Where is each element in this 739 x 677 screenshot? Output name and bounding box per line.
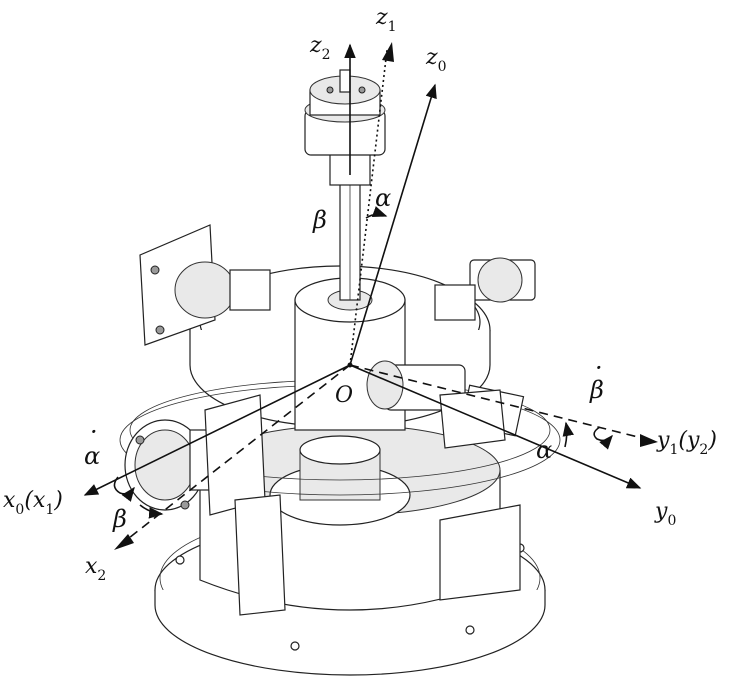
y0-axis <box>349 364 642 489</box>
alpha-dot-arrow <box>113 476 135 502</box>
y1-arrowhead <box>640 434 658 447</box>
origin-label: O <box>335 383 353 408</box>
axis-labels: z2 z1 z0 O y1(y2) y0 x0(x1) x2 α β · β α… <box>3 5 717 584</box>
coordinate-axes <box>83 42 658 550</box>
alpha-arc-z <box>365 206 388 219</box>
x0-axis <box>83 364 351 496</box>
z0-label: z0 <box>425 45 447 75</box>
alpha-arc-y <box>562 421 574 448</box>
beta-arc-x <box>139 504 164 519</box>
z1-label: z1 <box>375 5 397 35</box>
y0-label: y0 <box>654 499 676 529</box>
beta-dot-arrow <box>593 426 613 450</box>
beta-label-top: β <box>312 206 327 234</box>
gimbal-mechanism <box>119 69 561 676</box>
x0x1-label: x0(x1) <box>3 488 63 518</box>
x2-label: x2 <box>85 554 106 584</box>
origin-point <box>347 362 353 368</box>
alpha-label-top: α <box>375 184 391 212</box>
y1y2-label: y1(y2) <box>656 428 717 458</box>
beta-dot-label: β <box>589 376 604 404</box>
z0-axis <box>349 83 437 366</box>
alpha-label-right: α <box>536 436 552 464</box>
z1-arrowhead <box>382 42 394 62</box>
x2-arrowhead <box>114 534 134 550</box>
z2-label: z2 <box>309 33 331 63</box>
beta-dot-dot: · <box>595 354 603 382</box>
alpha-dot-dot: · <box>90 418 98 446</box>
alpha-dot-label: α <box>84 442 100 470</box>
beta-label-bottom: β <box>112 505 127 533</box>
